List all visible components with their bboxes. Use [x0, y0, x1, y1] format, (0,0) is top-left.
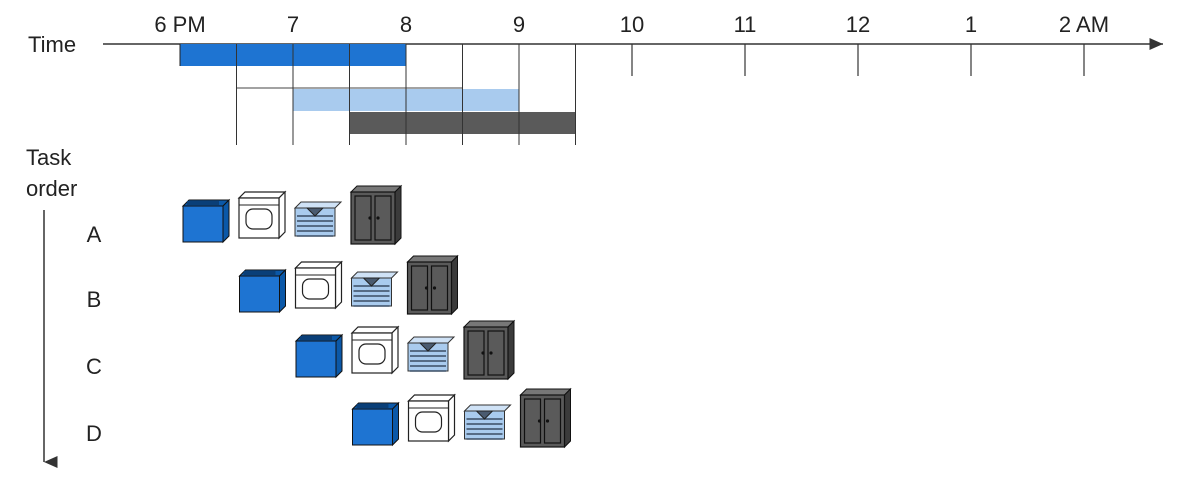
time-tick-label: 9 [513, 12, 525, 37]
time-tick-label: 7 [287, 12, 299, 37]
time-tick-label: 11 [734, 12, 757, 37]
closet-icon [406, 254, 459, 316]
closet-icon [519, 387, 572, 449]
time-axis-label: Time [28, 32, 76, 57]
pipeline-stage-bars [179, 44, 576, 145]
task-order-label-line1: Task [26, 145, 72, 170]
washer-icon [181, 198, 231, 244]
folding-icon [293, 201, 343, 237]
time-tick-label: 12 [846, 12, 870, 37]
time-tick-marks [631, 44, 1085, 76]
task-row: C [86, 319, 516, 381]
task-rows: A B C D [86, 184, 572, 449]
folding-icon [350, 271, 399, 307]
washer-icon [294, 333, 344, 379]
folding-icon [406, 336, 456, 372]
folding-icon [463, 404, 512, 440]
task-row: B [87, 254, 459, 316]
washer-icon [351, 401, 400, 447]
task-label: D [86, 421, 102, 446]
task-label: C [86, 354, 102, 379]
task-label: A [87, 222, 102, 247]
task-order-label-line2: order [26, 176, 77, 201]
time-tick-labels: 6 PM 7 8 9 10 11 12 1 2 AM [154, 12, 1109, 37]
task-label: B [87, 287, 102, 312]
task-row: D [86, 387, 572, 449]
dryer-icon [407, 393, 456, 443]
dryer-icon [237, 190, 287, 240]
washer-icon [238, 268, 287, 314]
time-tick-label: 8 [400, 12, 412, 37]
time-tick-label: 2 AM [1059, 12, 1109, 37]
time-tick-label: 10 [620, 12, 644, 37]
task-row: A [87, 184, 403, 247]
closet-icon [349, 184, 403, 246]
time-tick-label: 6 PM [154, 12, 205, 37]
dryer-icon [350, 325, 400, 375]
closet-icon [462, 319, 516, 381]
dryer-icon [294, 260, 343, 310]
time-tick-label: 1 [965, 12, 977, 37]
